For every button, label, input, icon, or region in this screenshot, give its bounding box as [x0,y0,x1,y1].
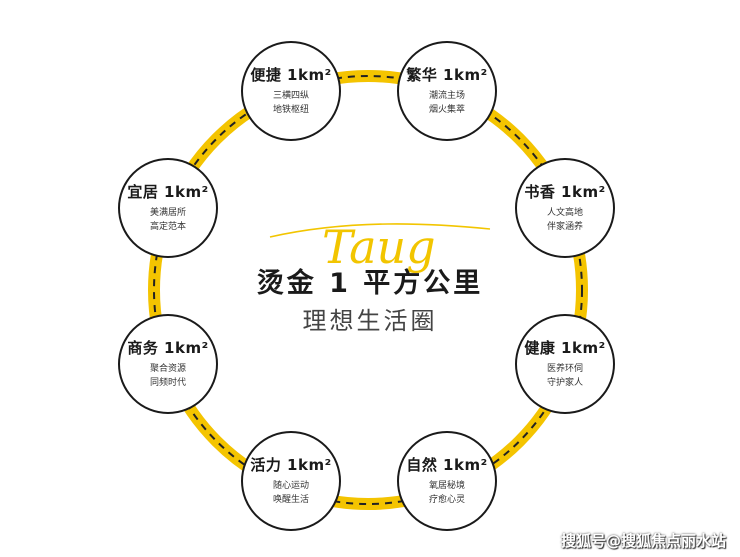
node-title: 自然 1km² [406,455,488,474]
node-line: 随心运动 [272,480,309,491]
node-title: 宜居 1km² [127,182,209,201]
node-line: 医养环伺 [546,363,583,374]
node-line: 美满居所 [149,207,186,218]
node-title: 商务 1km² [127,338,209,357]
ring-dash [153,75,583,505]
node-line: 守护家人 [546,377,583,388]
node-prosperity: 繁华 1km² 潮流主场 烟火集萃 [397,41,497,141]
center-title: 烫金 1 平方公里 [256,268,484,299]
node-vitality: 活力 1km² 随心运动 唤醒生活 [241,431,341,531]
node-title: 繁华 1km² [406,65,488,84]
center-block: Taug 烫金 1 平方公里 理想生活圈 [230,215,510,345]
script-logo-text: Taug [322,220,436,274]
node-title: 书香 1km² [524,182,606,201]
node-convenience: 便捷 1km² 三横四纵 地铁枢纽 [241,41,341,141]
node-line: 人文高地 [546,207,583,218]
node-line: 潮流主场 [428,90,465,101]
node-line: 唤醒生活 [272,494,309,505]
node-livable: 宜居 1km² 美满居所 高定范本 [118,158,218,258]
node-line: 伴家涵养 [546,221,583,232]
node-line: 地铁枢纽 [272,104,309,115]
node-title: 健康 1km² [524,338,606,357]
node-title: 便捷 1km² [250,65,332,84]
watermark: 搜狐号@搜狐焦点丽水站 [560,532,726,550]
node-line: 聚合资源 [149,363,186,374]
node-line: 烟火集萃 [428,104,465,115]
node-line: 疗愈心灵 [428,494,465,505]
node-health: 健康 1km² 医养环伺 守护家人 [515,314,615,414]
node-line: 高定范本 [149,221,186,232]
node-title: 活力 1km² [250,455,332,474]
node-line: 氧居秘境 [428,480,465,491]
center-subtitle: 理想生活圈 [302,307,438,335]
node-nature: 自然 1km² 氧居秘境 疗愈心灵 [397,431,497,531]
node-business: 商务 1km² 聚合资源 同频时代 [118,314,218,414]
node-culture: 书香 1km² 人文高地 伴家涵养 [515,158,615,258]
node-line: 三横四纵 [272,90,309,101]
node-line: 同频时代 [149,377,186,388]
script-logo: Taug [269,220,491,274]
